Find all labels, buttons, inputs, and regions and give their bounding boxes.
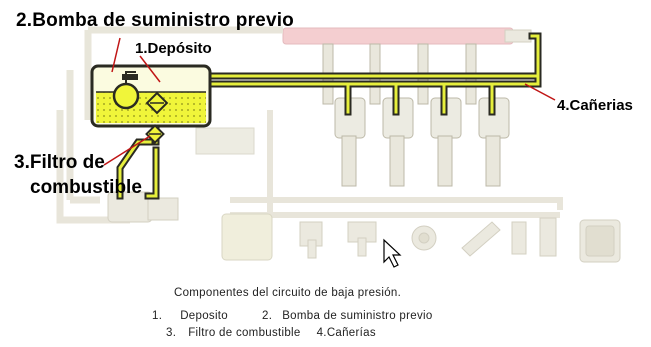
fuel-lines (116, 32, 542, 200)
injector (322, 43, 366, 187)
caption-item-num: 4. (316, 327, 327, 339)
label-pointers (103, 37, 556, 166)
fuel-filter (145, 124, 165, 144)
caption-item-num: 2. (262, 310, 273, 322)
caption-list-line1: 1. Deposito 2. Bomba de suministro previo (152, 310, 433, 322)
injector (417, 43, 462, 187)
tank (90, 64, 212, 128)
faded-components (56, 26, 621, 263)
caption-item-text: Deposito (180, 310, 228, 322)
caption-list-line2: 3. Filtro de combustible 4.Cañerías (166, 327, 376, 339)
injector (369, 43, 414, 187)
caption-item-text: Bomba de suministro previo (282, 310, 433, 322)
caption-title: Componentes del circuito de baja presión… (174, 287, 402, 299)
caption-item-num: 1. (152, 310, 163, 322)
tank-filter (145, 91, 169, 115)
label-fuel-filter-line2: combustible (30, 177, 142, 198)
label-tank: 1.Depósito (135, 40, 212, 57)
label-pre-supply-pump: 2.Bomba de suministro previo (16, 10, 294, 31)
caption-item-text: Cañerías (326, 327, 376, 339)
label-fuel-filter-line1: 3.Filtro de (14, 152, 105, 173)
mouse-cursor-icon (383, 238, 402, 268)
caption-item-text: Filtro de combustible (188, 327, 301, 339)
fuel-system-diagram (56, 26, 621, 268)
pre-supply-pump (112, 71, 140, 110)
common-rail (282, 27, 514, 45)
injector (465, 43, 510, 187)
caption-item-num: 3. (166, 327, 177, 339)
ecu-box (221, 213, 273, 261)
label-pipes: 4.Cañerias (557, 97, 633, 114)
